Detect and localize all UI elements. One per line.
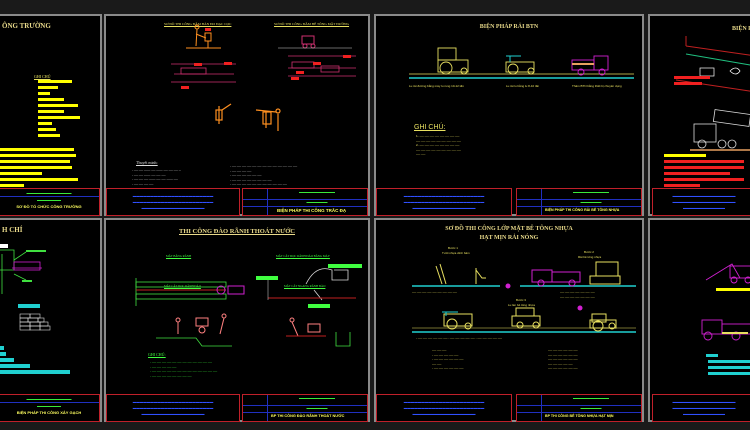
caption-roller-2: Lu rải lu bằng lu 8-10 tấn: [506, 84, 540, 88]
project-info-block: ▬▬▬▬▬▬▬▬▬▬▬▬▬▬▬▬▬▬ ▬▬▬▬▬▬▬▬▬▬▬▬▬▬▬▬▬▬ ▬▬…: [652, 394, 750, 422]
drawing-name: BIỆN PHÁP THI CÔNG RẢI BÊ TÔNG NHỰA: [545, 208, 620, 212]
sheet-earthwork[interactable]: BIỆN P ▬▬▬▬▬▬▬▬▬▬▬▬▬▬▬▬▬▬ ▬▬▬▬▬▬▬▬▬▬▬▬▬▬…: [648, 14, 750, 216]
drawing-name: SƠ ĐỒ TỔ CHỨC CÔNG TRƯỜNG: [16, 204, 82, 209]
subtitle-right: SƠ ĐỒ THI CÔNG ĐẦM BÊ TÔNG MẶT ĐƯỜNG: [274, 22, 350, 26]
notes-text: 1‑ ── ── ── ── ── ── ── ──── ── ── ── ──…: [416, 134, 461, 156]
step-notes-2: ── ── ── ── ── ── ──── ── ── ── ── ── ──: [560, 290, 595, 299]
roller-notes-right: ── ── ── ── ── ──── ── ── ── ── ──── ── …: [548, 348, 578, 370]
notes-title: GHI CHÚ:: [148, 352, 166, 357]
road-equipment-drawing: [409, 47, 634, 79]
title-block: ▬▬▬▬▬▬▬▬▬▬▬▬ ▬▬▬▬▬▬▬ BIỆN PHÁP THI CÔNG …: [242, 188, 368, 216]
sheet-site-organization[interactable]: ÔNG TRƯỜNG GHI CHÚ ▬▬▬▬▬▬▬▬▬▬▬▬▬▬▬ ▬▬▬▬▬…: [0, 14, 102, 216]
project-info-block: ▬▬▬▬▬▬▬▬▬▬▬▬▬▬▬▬▬▬▬▬▬▬▬ ▬▬▬▬▬▬▬▬▬▬▬▬▬▬▬▬…: [376, 188, 512, 216]
title-block: ▬▬▬▬▬▬▬▬▬▬▬▬ ▬▬▬▬▬▬▬ BIỆN PHÁP THI CÔNG …: [516, 188, 642, 216]
sheet-material-transport[interactable]: ▬▬▬▬▬▬▬▬▬▬▬▬▬▬▬▬▬▬ ▬▬▬▬▬▬▬▬▬▬▬▬▬▬▬▬▬▬ ▬▬…: [648, 218, 750, 422]
subtitle-long-machine: MẶT CẮT DỌC RÃNH ĐÀO BẰNG MÁY: [276, 254, 330, 258]
sheet-title: H CHÍ: [2, 226, 23, 234]
notes-text: ‑ ── ── ── ── ── ── ── ── ── ── ── ──‑ ─…: [150, 360, 218, 378]
excavation-drawing: [674, 36, 750, 151]
drawing-name: BIỆN PHÁP THI CÔNG TRẮC ĐẠ: [277, 208, 347, 213]
sheet-asphalt-laying[interactable]: BIỆN PHÁP RẢI BTN Lu rải đường bằng máy …: [374, 14, 644, 216]
project-info-block: ▬▬▬▬▬▬▬▬▬▬▬▬▬▬▬▬▬▬▬▬▬▬▬ ▬▬▬▬▬▬▬▬▬▬▬▬▬▬▬▬…: [106, 394, 240, 422]
notes-right: ‑ ── ── ── ── ── ── ── ── ── ── ── ── ──…: [230, 164, 298, 186]
notes-title: GHI CHÚ:: [414, 124, 446, 131]
subtitle-long: MẶT CẮT DỌC RÃNH ĐÀO: [164, 284, 201, 288]
title-block: ▬▬▬▬▬▬▬▬▬▬▬▬ ▬▬▬▬▬▬▬ BP THI CÔNG BÊ TÔNG…: [516, 394, 642, 422]
caption-paver: Thảm BTN bằng thiết bị chuyên dụng: [572, 84, 622, 88]
sheet-survey-method[interactable]: SƠ ĐỒ THI CÔNG ĐẦM BÀN ĐO ĐẠC CỌC SƠ ĐỒ …: [104, 14, 370, 216]
project-info-block: ▬▬▬▬▬▬▬▬▬▬▬▬▬▬▬▬▬▬▬▬▬▬▬ ▬▬▬▬▬▬▬▬▬▬▬▬▬▬▬▬…: [106, 188, 240, 216]
sheet-title-line2: HẠT MỊN RẢI NÓNG: [479, 235, 539, 241]
title-block: ▬▬▬▬▬▬▬▬▬▬▬▬▬▬▬ ▬▬▬▬▬▬▬▬ SƠ ĐỒ TỔ CHỨC C…: [0, 188, 100, 216]
survey-worker-drawing: [171, 24, 356, 131]
step-2-desc: Rải bê tông nhựa: [578, 255, 602, 259]
notes-title: Thuyết minh:: [136, 160, 158, 165]
step-2-label: Bước 2: [584, 250, 594, 254]
step-1-desc: Tưới nhựa dính bám: [442, 251, 470, 255]
roller-captions: ‑ ── ── ── ── ── ── ‑ ── ── ── ── ── ‑ ─…: [416, 336, 503, 340]
step-3-label: Bước 3: [516, 298, 526, 302]
sheet-title: BIỆN P: [732, 26, 750, 32]
subtitle-plan: MẶT BẰNG RÃNH: [166, 254, 192, 258]
brick-wall-drawing: [0, 244, 70, 374]
step-1-label: Bước 1: [448, 246, 458, 250]
legend-label: GHI CHÚ: [34, 74, 51, 79]
subtitle-left: SƠ ĐỒ THI CÔNG ĐẦM BÀN ĐO ĐẠC CỌC: [164, 22, 232, 26]
subtitle-cross: MẶT CẮT NGANG RÃNH ĐÀO: [284, 284, 326, 288]
asphalt-steps-drawing: [412, 261, 636, 333]
sheet-title: THI CÔNG ĐÀO RÃNH THOÁT NƯỚC: [179, 228, 295, 235]
sheet-brick-laying[interactable]: H CHÍ ▬▬▬▬▬▬▬▬▬▬▬▬▬▬▬ ▬▬▬▬▬▬▬▬ BIỆN PHÁP…: [0, 218, 102, 422]
sheet-title-line1: SƠ ĐỒ THI CÔNG LỚP MẶT BÊ TÔNG NHỰA: [445, 226, 573, 232]
title-block: ▬▬▬▬▬▬▬▬▬▬▬▬▬▬▬ ▬▬▬▬▬▬▬▬ BIỆN PHÁP THI C…: [0, 394, 100, 422]
truck-drawing: [701, 263, 750, 375]
title-block: ▬▬▬▬▬▬▬▬▬▬▬▬ ▬▬▬▬▬▬▬ BP THI CÔNG ĐÀO RÃN…: [242, 394, 368, 422]
trench-drawing: [135, 264, 362, 347]
roller-notes-left: ── ── ──‑ ── ── ── ── ──‑ ── ── ── ── ──…: [432, 348, 464, 370]
sheet-drainage-trench[interactable]: THI CÔNG ĐÀO RÃNH THOÁT NƯỚC MẶT BẰNG RÃ…: [104, 218, 370, 422]
sheet-title: BIỆN PHÁP RẢI BTN: [479, 24, 539, 30]
drawing-name: BP THI CÔNG ĐÀO RÃNH THOÁT NƯỚC: [271, 414, 345, 418]
sheet-hot-asphalt-layer[interactable]: SƠ ĐỒ THI CÔNG LỚP MẶT BÊ TÔNG NHỰA HẠT …: [374, 218, 644, 422]
sheet-title: ÔNG TRƯỜNG: [2, 22, 51, 30]
step-notes: ── ── ── ── ── ── ── ── ──: [412, 290, 457, 294]
drawing-name: BIỆN PHÁP THI CÔNG XÂY GẠCH: [16, 410, 82, 415]
caption-roller-1: Lu rải đường bằng máy lu rung 10-12 tấn: [409, 84, 464, 88]
drawing-name: BP THI CÔNG BÊ TÔNG NHỰA HẠT MỊN: [545, 414, 614, 418]
project-info-block: ▬▬▬▬▬▬▬▬▬▬▬▬▬▬▬▬▬▬▬▬▬▬▬ ▬▬▬▬▬▬▬▬▬▬▬▬▬▬▬▬…: [376, 394, 512, 422]
step-3-desc: Lu lèn bê tông nhựa: [508, 303, 535, 307]
project-info-block: ▬▬▬▬▬▬▬▬▬▬▬▬▬▬▬▬▬▬ ▬▬▬▬▬▬▬▬▬▬▬▬▬▬▬▬▬▬ ▬▬…: [652, 188, 750, 216]
